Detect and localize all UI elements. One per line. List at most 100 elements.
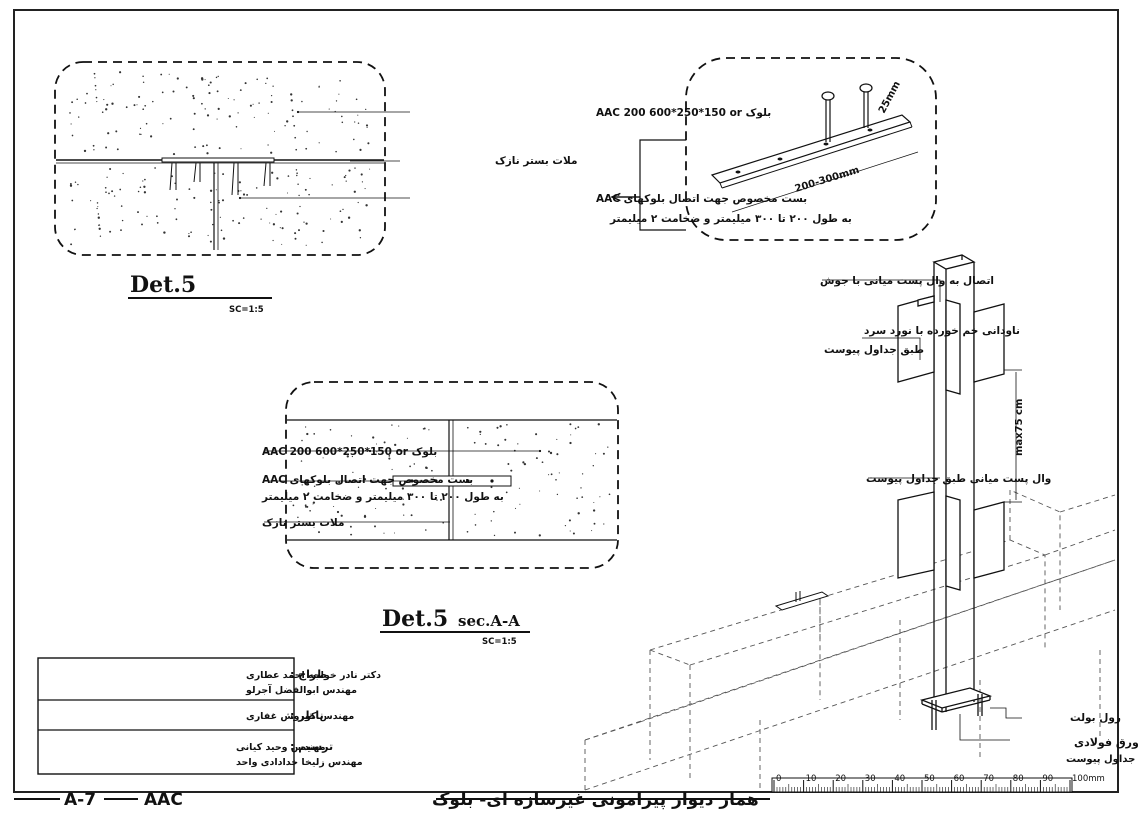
speckle-dot (71, 134, 74, 137)
speckle-dot (493, 510, 495, 513)
speckle-dot (214, 172, 216, 174)
speckle-dot (304, 504, 307, 507)
speckle-dot (312, 501, 316, 504)
speckle-dot (341, 121, 344, 124)
speckle-dot (210, 201, 212, 204)
speckle-dot (142, 75, 144, 78)
speckle-dot (218, 201, 220, 204)
speckle-dot (519, 503, 521, 505)
speckle-dot (436, 499, 438, 501)
speckle-dot (342, 208, 344, 211)
label-aac-block: بلوک AAC 200 600*250*150 or (596, 107, 771, 119)
speckle-dot (358, 229, 361, 232)
speckle-dot (345, 174, 347, 177)
aac-speckle-pattern (69, 71, 371, 246)
designer-2: مهندس ابوالفضل آجرلو (245, 683, 357, 696)
speckle-dot (333, 505, 335, 508)
speckle-dot (222, 173, 225, 176)
designer-1: دکتر نادر خواجه احمد عطاری (246, 670, 381, 681)
speckle-dot (374, 525, 376, 528)
speckle-dot (309, 509, 311, 512)
speckle-dot (321, 241, 323, 244)
speckle-dot (522, 461, 525, 464)
speckle-dot (97, 213, 100, 215)
speckle-dot (367, 142, 370, 145)
speckle-dot (294, 232, 297, 235)
speckle-dot (204, 108, 206, 110)
speckle-dot (602, 452, 605, 455)
speckle-dot (227, 97, 229, 100)
speckle-dot (479, 433, 481, 436)
speckle-dot (296, 212, 299, 215)
speckle-dot (246, 193, 249, 196)
speckle-dot (398, 425, 400, 427)
speckle-dot (86, 92, 88, 95)
speckle-dot (206, 114, 210, 117)
speckle-dot (144, 104, 147, 107)
speckle-dot (440, 498, 442, 501)
speckle-dot (69, 112, 71, 114)
speckle-dot (267, 112, 269, 114)
speckle-dot (98, 224, 101, 226)
speckle-dot (466, 530, 469, 533)
speckle-dot (556, 453, 559, 456)
speckle-dot (353, 190, 356, 193)
speckle-dot (187, 235, 191, 238)
sec-label-mortar: ملات بستر نازک (262, 517, 344, 529)
speckle-dot (270, 151, 273, 154)
speckle-dot (297, 516, 299, 519)
speckle-dot (347, 216, 351, 219)
speckle-dot (208, 92, 211, 95)
drafter-role: ترسیم : (290, 740, 333, 753)
speckle-dot (295, 169, 298, 171)
speckle-dot (93, 149, 95, 151)
speckle-dot (296, 172, 298, 174)
speckle-dot (603, 523, 605, 525)
speckle-dot (365, 108, 367, 111)
section-boundary (285, 381, 619, 569)
speckle-dot (576, 497, 578, 499)
speckle-dot (270, 100, 273, 104)
speckle-dot (139, 133, 141, 135)
label-steel-plate: ورق فولادی (1074, 736, 1138, 749)
title-block-frame (37, 657, 295, 775)
speckle-dot (597, 423, 600, 426)
speckle-dot (168, 73, 170, 75)
speckle-dot (385, 487, 387, 490)
speckle-dot (172, 90, 175, 93)
steel-tie-plate (161, 157, 275, 163)
speckle-dot (95, 96, 98, 99)
speckle-dot (305, 222, 308, 225)
speckle-dot (555, 479, 557, 481)
speckle-dot (249, 104, 252, 107)
speckle-dot (120, 205, 123, 207)
speckle-dot (364, 188, 366, 190)
speckle-dot (154, 167, 156, 169)
speckle-dot (99, 235, 102, 237)
speckle-dot (364, 478, 367, 481)
tie-strap-edge (719, 182, 723, 189)
ruler-label: 10 (806, 774, 817, 784)
speckle-dot (201, 102, 203, 105)
isometric-wall (584, 489, 1116, 791)
speckle-dot (298, 194, 300, 197)
speckle-dot (219, 216, 221, 218)
speckle-dot (106, 103, 109, 106)
speckle-dot (535, 457, 538, 460)
speckle-dot (299, 205, 301, 208)
speckle-dot (109, 230, 112, 233)
speckle-dot (312, 503, 314, 505)
drafter-2: مهندس زلیخا خدادادی واحد (236, 757, 363, 768)
speckle-dot (209, 81, 212, 84)
speckle-dot (383, 532, 385, 534)
speckle-dot (474, 524, 477, 526)
speckle-dot (339, 210, 342, 213)
ruler-label: 20 (835, 774, 846, 784)
speckle-dot (592, 509, 596, 512)
ruler-label: 70 (983, 774, 994, 784)
speckle-dot (406, 437, 408, 439)
speckle-dot (351, 455, 354, 458)
speckle-dot (569, 530, 571, 532)
